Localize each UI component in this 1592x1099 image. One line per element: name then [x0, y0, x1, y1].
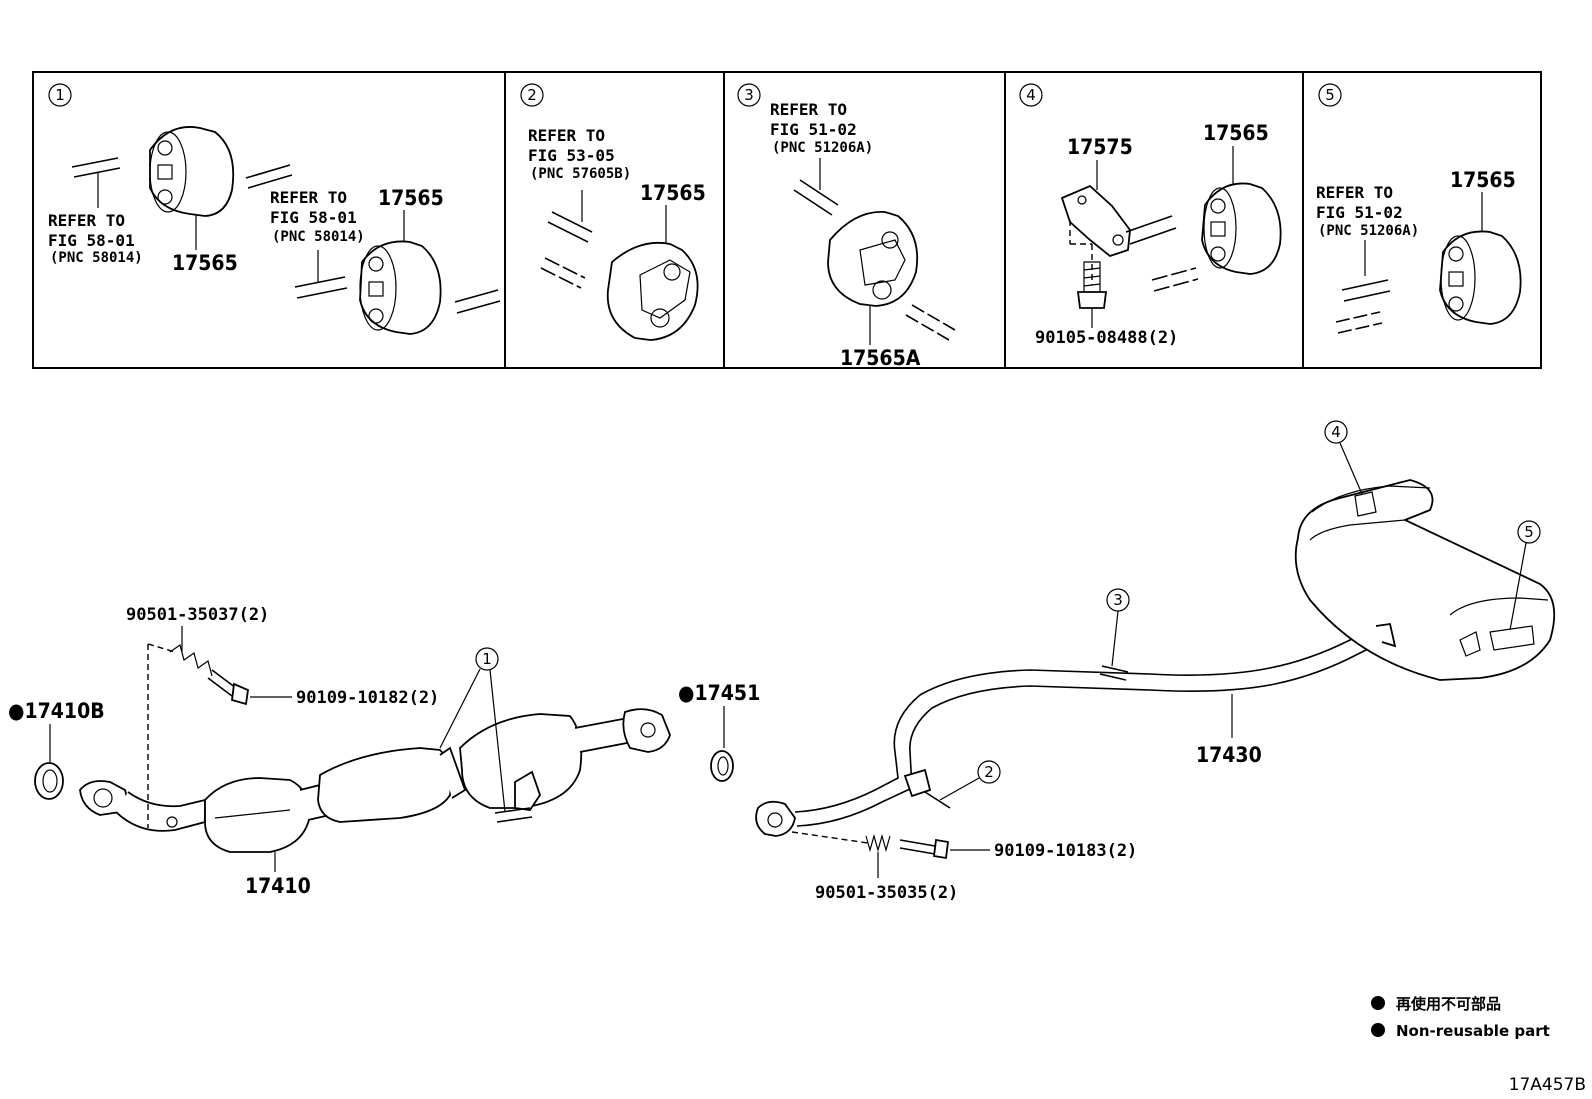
hanger-stay — [494, 770, 541, 823]
hanger-rod — [71, 157, 121, 178]
callout-5: 5 — [1509, 520, 1541, 631]
rubber-hanger — [606, 241, 699, 341]
legend-english: Non-reusable part — [1396, 1022, 1550, 1040]
hanger-rod — [547, 211, 593, 243]
detail-panel-1: 1 REFER TO FIG 58-01 (PNC 58014) 17565 R… — [48, 83, 501, 335]
refer-line: FIG 51-02 — [1316, 203, 1403, 222]
part-number-17565: 17565 — [172, 251, 238, 275]
callout-number: 2 — [984, 763, 994, 781]
hanger-stay — [1099, 665, 1129, 681]
callout-number: 5 — [1524, 523, 1534, 541]
hanger-rod — [245, 164, 293, 189]
callout-4: 4 — [1324, 420, 1363, 495]
detail-panels — [32, 71, 1542, 369]
refer-line: (PNC 58014) — [272, 229, 365, 245]
gasket-17451: ●17451 — [678, 681, 760, 782]
refer-line: REFER TO — [528, 126, 605, 145]
panel-number: 4 — [1026, 86, 1036, 104]
part-number-17410B: ●17410B — [8, 699, 105, 723]
callout-3: 3 — [1106, 588, 1130, 667]
rubber-hanger — [1439, 230, 1522, 325]
panel-number: 1 — [55, 86, 65, 104]
part-number-17565: 17565 — [378, 186, 444, 210]
hanger-stay — [903, 768, 951, 809]
bolt — [1076, 261, 1108, 309]
hanger-rod — [540, 257, 586, 289]
part-number-17565: 17565 — [640, 181, 706, 205]
refer-line: REFER TO — [770, 100, 847, 119]
rubber-hanger — [359, 240, 442, 335]
panel-number: 5 — [1325, 86, 1335, 104]
bolt — [207, 669, 249, 706]
muffler — [1294, 479, 1556, 681]
detail-panel-2: 2 REFER TO FIG 53-05 (PNC 57605B) 17565 — [520, 83, 706, 341]
bolt — [899, 838, 950, 860]
refer-line: (PNC 57605B) — [530, 166, 631, 182]
part-number-17575: 17575 — [1067, 135, 1133, 159]
spring-bolts-rear: 90109-10183(2) 90501-35035(2) — [791, 831, 1137, 903]
part-number-90501-35035: 90501-35035(2) — [815, 883, 958, 903]
refer-line: (PNC 51206A) — [772, 140, 873, 156]
hanger-rod — [1151, 267, 1199, 292]
hanger-rod — [1341, 279, 1391, 302]
legend: 再使用不可部品 Non-reusable part — [1371, 995, 1550, 1040]
tail-pipe-17430: 17430 — [755, 479, 1556, 837]
front-exhaust-pipe-17410: 17410 — [79, 708, 671, 898]
refer-line: REFER TO — [270, 188, 347, 207]
detail-panel-4: 4 17575 90105-08488(2) 17565 — [1019, 83, 1282, 348]
refer-line: REFER TO — [48, 211, 125, 230]
refer-line: REFER TO — [1316, 183, 1393, 202]
part-number-17565A: 17565A — [840, 346, 921, 370]
bracket — [1060, 184, 1177, 258]
part-number-17430: 17430 — [1196, 743, 1262, 767]
refer-line: FIG 53-05 — [528, 146, 615, 165]
part-number-90109-10182: 90109-10182(2) — [296, 688, 439, 708]
part-number-90501-35037: 90501-35037(2) — [126, 605, 269, 625]
part-number-17410: 17410 — [245, 874, 311, 898]
part-number-90105-08488: 90105-08488(2) — [1035, 328, 1178, 348]
callout-2: 2 — [939, 760, 1001, 801]
hanger-rod — [1335, 311, 1383, 334]
detail-panel-3: 3 REFER TO FIG 51-02 (PNC 51206A) 17565A — [737, 83, 956, 370]
hanger-rod — [793, 179, 839, 216]
callout-number: 3 — [1113, 591, 1123, 609]
panel-number: 2 — [527, 86, 537, 104]
gasket-17410B: ●17410B — [8, 699, 105, 800]
hanger-rod — [294, 276, 348, 299]
compression-spring — [865, 833, 891, 853]
rubber-hanger — [149, 126, 235, 217]
figure-code: 17A457B — [1509, 1075, 1586, 1095]
compression-spring — [169, 644, 213, 677]
hanger-rod — [454, 289, 501, 314]
part-number-17565: 17565 — [1203, 121, 1269, 145]
legend-japanese: 再使用不可部品 — [1396, 995, 1501, 1013]
rubber-hanger — [827, 211, 919, 307]
spring-bolts-front: 90501-35037(2) 90109-10182(2) — [126, 605, 439, 828]
part-number-17451: ●17451 — [678, 681, 760, 705]
refer-line: (PNC 51206A) — [1318, 223, 1419, 239]
refer-line: FIG 51-02 — [770, 120, 857, 139]
rubber-hanger — [1201, 182, 1282, 275]
refer-line: (PNC 58014) — [50, 250, 143, 266]
panel-number: 3 — [744, 86, 754, 104]
callout-1: 1 — [439, 647, 506, 813]
hanger-rod — [905, 304, 956, 341]
refer-line: FIG 58-01 — [270, 208, 357, 227]
detail-panel-5: 5 REFER TO FIG 51-02 (PNC 51206A) 17565 — [1316, 83, 1522, 334]
part-number-17565: 17565 — [1450, 168, 1516, 192]
refer-line: FIG 58-01 — [48, 231, 135, 250]
callout-number: 1 — [482, 650, 492, 668]
callout-number: 4 — [1331, 423, 1341, 441]
part-number-90109-10183: 90109-10183(2) — [994, 841, 1137, 861]
